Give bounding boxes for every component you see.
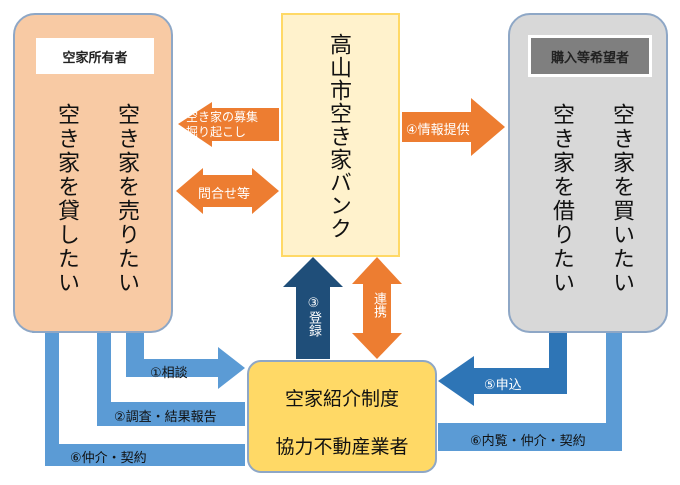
recruit-label-1: 空き家の募集: [186, 110, 259, 124]
register-arrow: [283, 257, 343, 359]
recruit-label-2: 掘り起こし: [186, 125, 247, 139]
buyer-box: 購入等希望者 空き家を買いたい 空き家を借りたい: [508, 13, 668, 333]
owner-rent-text: 空き家を貸したい: [54, 103, 79, 295]
recruit-arrow: [178, 102, 279, 147]
akiya-bank-box: 高山市空き家バンク: [281, 13, 400, 257]
consult-label: ①相談: [150, 366, 188, 381]
owner-box: 空家所有者 空き家を売りたい 空き家を貸したい: [13, 13, 173, 333]
renkei-arrow: [352, 257, 402, 359]
register-label: ③登録: [306, 296, 321, 337]
survey-label: ②調査・結果報告: [114, 410, 217, 425]
buyer-rent-text: 空き家を借りたい: [549, 103, 574, 295]
info-label: ④情報提供: [406, 123, 470, 138]
buyer-buy-text: 空き家を買いたい: [609, 103, 634, 295]
owner-sell-text: 空き家を売りたい: [114, 103, 139, 295]
agent-box: 空家紹介制度 協力不動産業者: [247, 360, 437, 473]
renkei-label: 連携: [371, 292, 386, 318]
apply-arrow: [438, 333, 567, 406]
apply-label: ⑤申込: [484, 378, 522, 393]
consult-arrow: [126, 333, 245, 389]
mediate-owner-label: ⑥仲介・契約: [70, 451, 147, 466]
inquiry-label: 問合せ等: [198, 187, 251, 202]
inquiry-arrow: [176, 168, 279, 214]
buyer-tag: 購入等希望者: [528, 35, 652, 77]
agent-realtor-label: 協力不動産業者: [275, 436, 409, 458]
agent-system-label: 空家紹介制度: [284, 388, 399, 410]
owner-tag: 空家所有者: [33, 35, 157, 77]
akiya-bank-title: 高山市空き家バンク: [326, 33, 351, 240]
info-arrow: [402, 98, 505, 156]
view-label: ⑥内覧・仲介・契約: [470, 434, 586, 449]
